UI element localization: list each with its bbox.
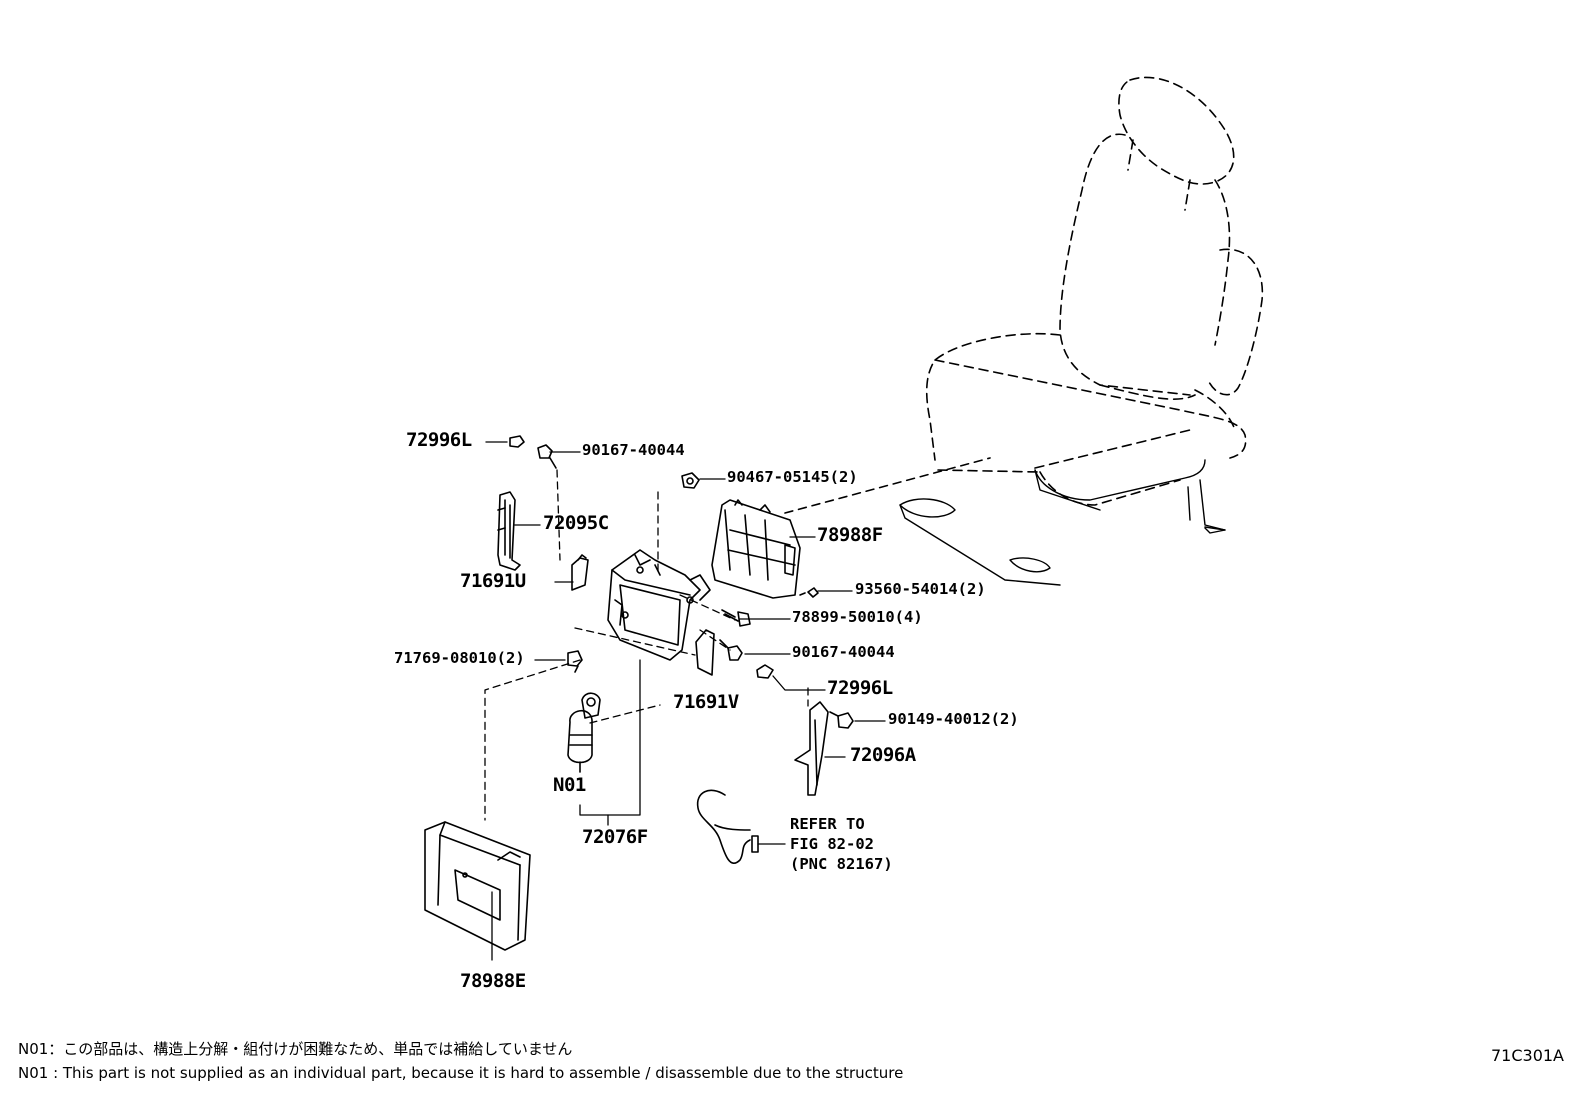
label-72096A: 72096A (850, 744, 916, 766)
seat-outline (925, 76, 1264, 506)
label-71691U: 71691U (460, 570, 526, 592)
label-72095C: 72095C (543, 512, 609, 534)
label-72076F: 72076F (582, 826, 648, 848)
part-78899 (721, 609, 751, 627)
part-N01 (567, 692, 601, 773)
label-90167-40044-mid: 90167-40044 (792, 643, 895, 661)
label-78988E: 78988E (460, 970, 526, 992)
label-90467-05145: 90467-05145(2) (727, 468, 858, 486)
label-78988F: 78988F (817, 524, 883, 546)
part-90167-mid (719, 639, 743, 661)
part-78988E (424, 821, 531, 951)
part-90467 (681, 472, 700, 489)
part-72095C (497, 491, 521, 571)
label-71691V: 71691V (673, 691, 739, 713)
part-72996L-top (509, 435, 525, 448)
reference-line-2: FIG 82-02 (790, 835, 874, 853)
label-90167-40044-top: 90167-40044 (582, 441, 685, 459)
seat-base (899, 459, 1226, 586)
part-72096A (794, 701, 829, 796)
label-90149-40012: 90149-40012(2) (888, 710, 1019, 728)
label-93560-54014: 93560-54014(2) (855, 580, 986, 598)
label-71769-08010: 71769-08010(2) (394, 649, 525, 667)
reference-note: REFER TO FIG 82-02 (PNC 82167) (790, 814, 893, 874)
part-wire-harness (696, 789, 759, 864)
label-72996L-mid: 72996L (827, 677, 893, 699)
assembly-lines (484, 469, 809, 821)
label-N01: N01 (553, 774, 586, 796)
label-78899-50010: 78899-50010(4) (792, 608, 923, 626)
reference-line-1: REFER TO (790, 815, 865, 833)
part-71769 (567, 650, 583, 673)
part-72996L-mid (756, 664, 774, 679)
footnote-japanese: N01：この部品は、構造上分解・組付けが困難なため、単品では補給していません (18, 1040, 573, 1058)
footnote-english: N01 : This part is not supplied as an in… (18, 1064, 904, 1082)
part-78988F (711, 499, 801, 599)
figure-code: 71C301A (1490, 1046, 1564, 1065)
reference-line-3: (PNC 82167) (790, 855, 893, 873)
part-71691U (571, 554, 589, 591)
leader-78988F-seat (784, 457, 991, 514)
part-90167-top (537, 444, 557, 469)
part-90149 (829, 711, 854, 729)
part-72076F (607, 549, 711, 661)
leader-lines (485, 441, 886, 961)
part-71691V (695, 629, 715, 676)
label-72996L-top: 72996L (406, 429, 472, 451)
part-93560 (799, 587, 819, 598)
